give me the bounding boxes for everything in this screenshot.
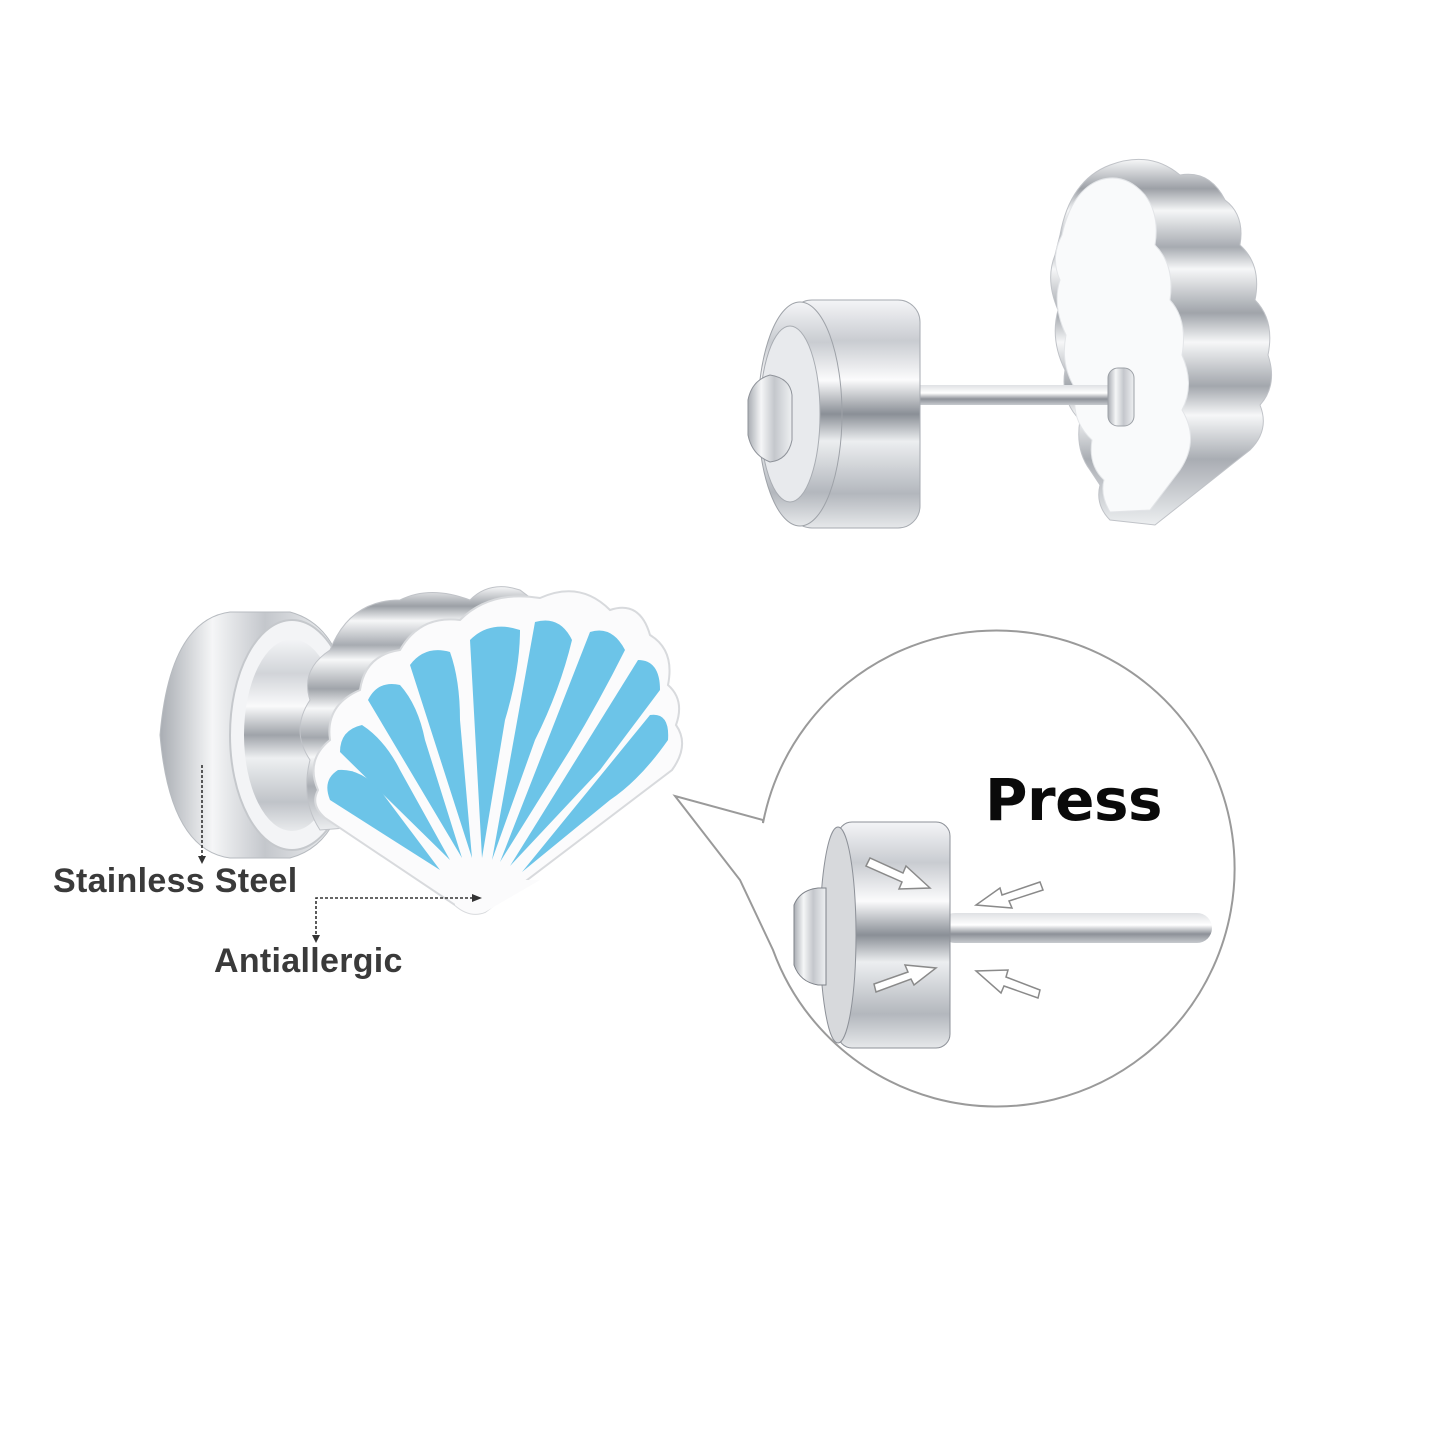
callout-bubble bbox=[672, 629, 1236, 1108]
press-label: Press bbox=[985, 766, 1163, 834]
arrow-icon bbox=[864, 857, 932, 890]
arrow-icon bbox=[873, 964, 938, 993]
arrow-icon bbox=[974, 969, 1041, 999]
antiallergic-label: Antiallergic bbox=[214, 942, 403, 980]
press-arrows bbox=[864, 857, 1044, 999]
top-earring bbox=[747, 158, 1273, 529]
leader-arrowheads bbox=[198, 856, 482, 943]
front-earring bbox=[159, 586, 683, 915]
stainless-steel-label: Stainless Steel bbox=[53, 862, 298, 900]
leader-lines bbox=[201, 765, 478, 935]
arrow-icon bbox=[973, 881, 1044, 909]
callout-pushback bbox=[793, 821, 1212, 1049]
